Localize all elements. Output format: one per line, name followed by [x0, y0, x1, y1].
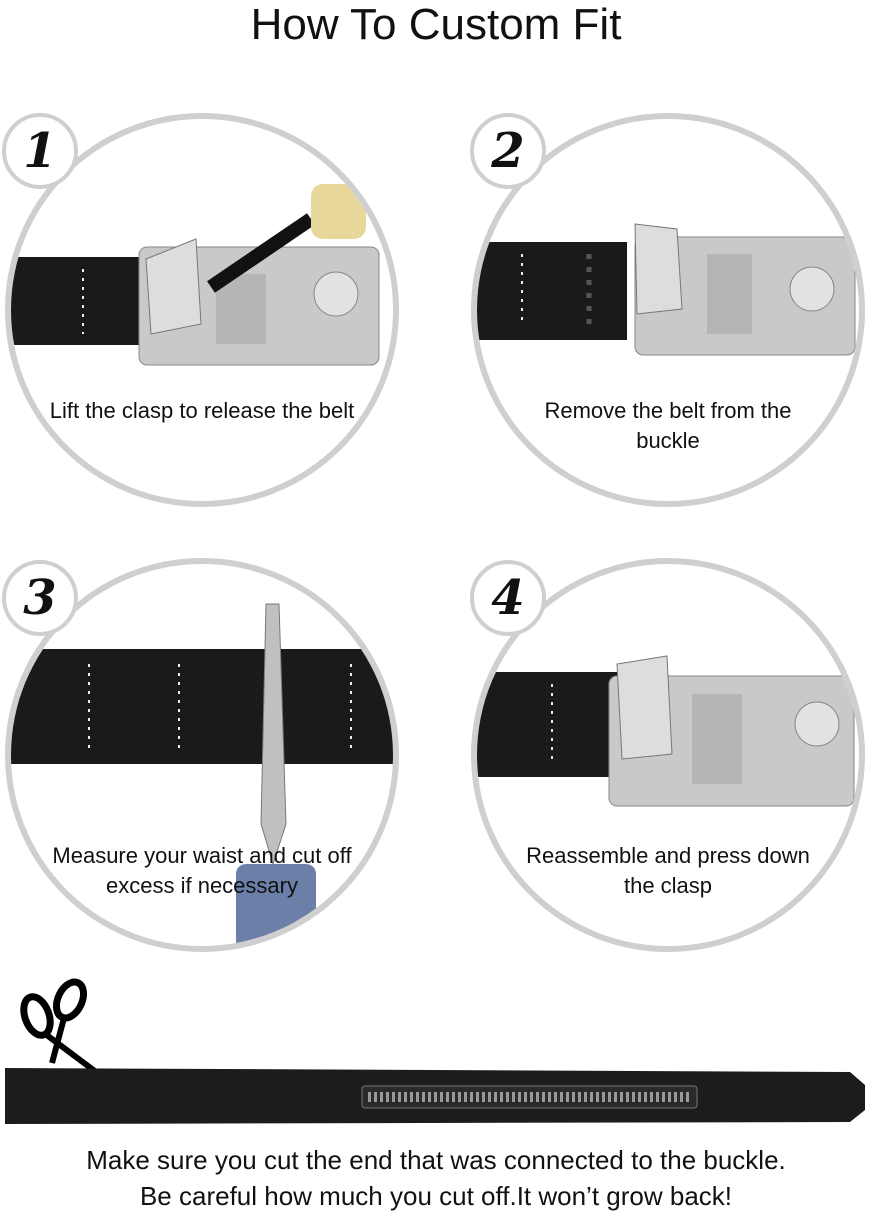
step-4: Reassemble and press down the clasp [471, 558, 865, 952]
step-4-image [471, 558, 865, 952]
step-4-caption: Reassemble and press down the clasp [526, 843, 810, 898]
step-3: Measure your waist and cut off excess if… [5, 558, 399, 952]
belt-removed-illustration [477, 223, 856, 356]
step-3-image [5, 558, 399, 952]
footer-line-2: Be careful how much you cut off.It won’t… [139, 1181, 733, 1211]
belt-cutting-illustration [11, 603, 393, 946]
step-1-image [5, 113, 399, 507]
step-2-image [471, 113, 865, 507]
scissors-icon [20, 978, 106, 1081]
step-1: Lift the clasp to release the belt [5, 113, 399, 507]
page-title: How To Custom Fit [250, 0, 622, 49]
step-3-caption: Measure your waist and cut off excess if… [52, 843, 352, 898]
step-1-badge: 1 [2, 113, 78, 189]
step-2: Remove the belt from the buckle [471, 113, 865, 507]
step-1-caption: Lift the clasp to release the belt [49, 398, 355, 423]
belt-strip-illustration [5, 1068, 865, 1124]
step-4-badge: 4 [470, 560, 546, 636]
footer-line-1: Make sure you cut the end that was conne… [86, 1145, 786, 1175]
belt-buckle-tool-illustration [11, 184, 380, 366]
step-2-badge: 2 [470, 113, 546, 189]
step-2-caption: Remove the belt from the buckle [544, 398, 792, 453]
belt-reassembled-illustration [477, 655, 855, 807]
step-3-badge: 3 [2, 560, 78, 636]
